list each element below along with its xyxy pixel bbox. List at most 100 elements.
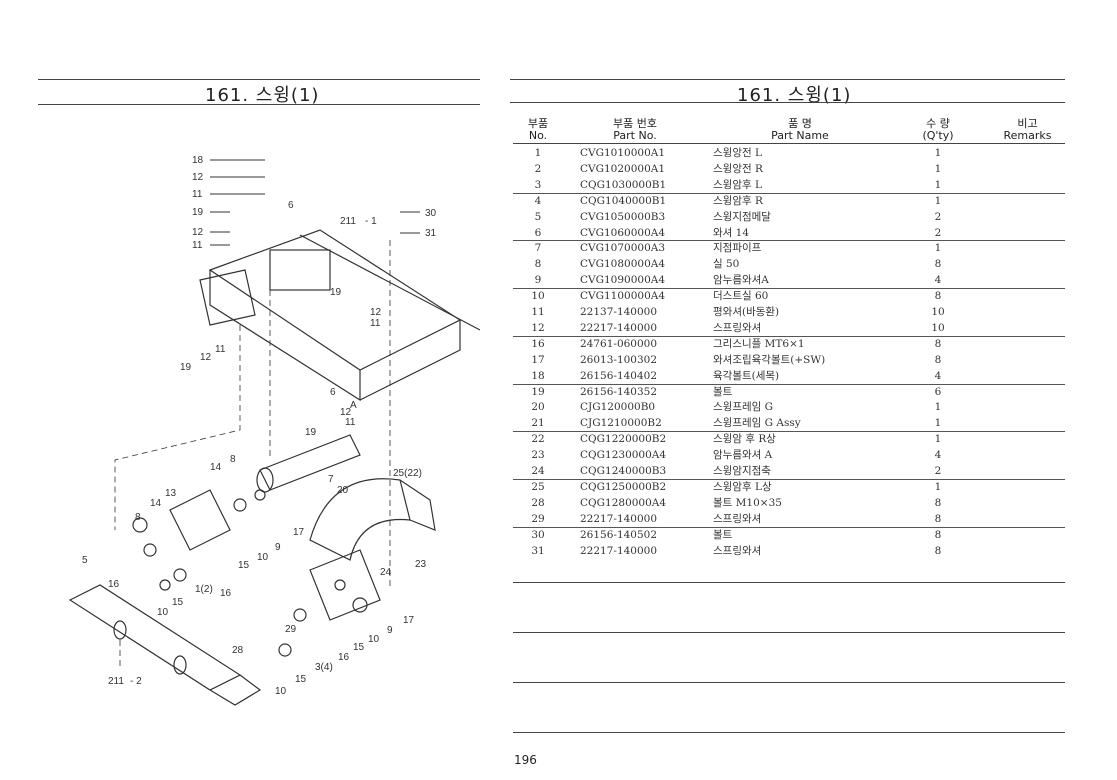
part-no-cell: 25 [531, 480, 545, 493]
quantity-cell: 8 [934, 337, 942, 350]
part-number-cell: 26013-100302 [580, 353, 658, 366]
quantity-cell: 1 [934, 242, 942, 255]
table-header-rule [513, 143, 1065, 144]
part-number-cell: CQG1030000B1 [580, 178, 667, 191]
group-divider [513, 383, 1065, 385]
group-divider [513, 431, 1065, 433]
svg-text:14: 14 [210, 462, 222, 473]
svg-text:- 1: - 1 [365, 216, 377, 227]
blank-rule-4 [513, 732, 1065, 733]
part-no-cell: 28 [531, 496, 545, 509]
part-number-cell: CQG1240000B3 [580, 465, 667, 477]
part-number-cell: 26156-140402 [580, 369, 658, 382]
part-name-cell: 스윙암후 L [713, 178, 762, 191]
quantity-cell: 8 [934, 528, 942, 541]
quantity-cell: 10 [931, 306, 945, 318]
header-remarks-ko: 비고 [1017, 117, 1038, 130]
part-name-cell: 암누름와셔 A [713, 449, 773, 462]
svg-text:11: 11 [192, 240, 203, 251]
svg-text:19: 19 [192, 207, 204, 218]
part-number-cell: CVG1090000A4 [580, 274, 666, 287]
page-number: 196 [514, 753, 537, 767]
quantity-cell: 1 [934, 433, 942, 446]
left-title-rule-bottom [38, 104, 480, 105]
part-name-cell: 스윙암지점축 [713, 465, 771, 477]
blank-rule-2 [513, 632, 1065, 633]
part-no-cell: 6 [534, 226, 542, 239]
part-no-cell: 12 [531, 321, 545, 334]
svg-text:9: 9 [387, 625, 393, 636]
part-no-cell: 8 [534, 258, 542, 271]
quantity-cell: 8 [934, 290, 942, 303]
header-part-en: Part No. [613, 129, 657, 142]
svg-text:6: 6 [288, 200, 294, 211]
part-name-cell: 그리스니플 MT6×1 [713, 337, 805, 350]
part-name-cell: 더스트실 60 [713, 290, 769, 303]
part-number-cell: CVG1100000A4 [580, 290, 666, 303]
quantity-cell: 1 [934, 401, 942, 414]
svg-text:28: 28 [232, 645, 244, 656]
header-name: 품 명 Part Name [750, 118, 850, 142]
quantity-cell: 2 [934, 465, 942, 477]
svg-text:18: 18 [192, 155, 204, 166]
left-title: 161. 스윙(1) [205, 85, 320, 106]
part-name-cell: 스윙앙전 R [713, 162, 763, 175]
part-no-cell: 19 [531, 385, 545, 398]
quantity-cell: 10 [931, 321, 945, 334]
quantity-cell: 8 [934, 258, 942, 271]
part-name-cell: 스윙지점메달 [713, 210, 771, 223]
svg-text:30: 30 [425, 208, 437, 219]
header-no: 부품 No. [522, 118, 554, 142]
part-name-cell: 스프링와셔 [713, 512, 762, 525]
quantity-cell: 2 [934, 210, 942, 223]
svg-text:11: 11 [192, 189, 203, 200]
quantity-cell: 6 [934, 385, 942, 398]
part-number-cell: CVG1050000B3 [580, 210, 666, 223]
part-name-cell: 평와셔(바동환) [713, 306, 780, 318]
svg-text:31: 31 [425, 228, 437, 239]
part-number-cell: CJG120000B0 [580, 401, 656, 414]
quantity-cell: 8 [934, 496, 942, 509]
part-name-cell: 와셔 14 [713, 226, 750, 239]
svg-text:23: 23 [415, 559, 427, 570]
blank-rule-3 [513, 682, 1065, 683]
group-divider [513, 335, 1065, 337]
part-number-cell: CVG1010000A1 [580, 147, 666, 159]
part-name-cell: 스윙앙전 L [713, 147, 762, 159]
svg-text:3(4): 3(4) [315, 662, 333, 673]
part-number-cell: CJG1210000B2 [580, 417, 662, 430]
part-no-cell: 16 [531, 337, 545, 350]
header-name-en: Part Name [771, 129, 829, 142]
part-no-cell: 22 [531, 433, 545, 446]
quantity-cell: 2 [934, 226, 942, 239]
svg-text:10: 10 [275, 686, 287, 697]
svg-text:13: 13 [165, 488, 177, 499]
part-no-cell: 3 [534, 178, 542, 191]
part-number-cell: 26156-140502 [580, 528, 658, 541]
part-number-cell: CQG1220000B2 [580, 433, 667, 446]
part-name-cell: 볼트 [713, 385, 733, 398]
header-remarks-en: Remarks [1003, 129, 1052, 142]
part-no-cell: 17 [531, 353, 545, 366]
svg-text:16: 16 [220, 588, 232, 599]
part-number-cell: 22137-140000 [580, 306, 658, 318]
svg-text:6: 6 [330, 387, 336, 398]
part-number-cell: CVG1080000A4 [580, 258, 666, 271]
svg-text:5: 5 [82, 555, 88, 566]
svg-text:10: 10 [157, 607, 169, 618]
part-name-cell: 스윙암 후 R상 [713, 433, 776, 446]
svg-text:12: 12 [200, 352, 212, 363]
svg-text:10: 10 [257, 552, 269, 563]
part-number-cell: 24761-060000 [580, 337, 658, 350]
svg-text:20: 20 [337, 485, 349, 496]
quantity-cell: 1 [934, 178, 942, 191]
header-name-ko: 품 명 [788, 117, 812, 130]
quantity-cell: 4 [934, 449, 942, 462]
header-qty: 수 량 (Q'ty) [913, 118, 963, 142]
svg-text:12: 12 [192, 172, 204, 183]
part-no-cell: 24 [531, 465, 545, 477]
quantity-cell: 4 [934, 274, 942, 287]
svg-text:19: 19 [330, 287, 342, 298]
part-name-cell: 스윙암후 R [713, 194, 763, 207]
part-number-cell: CQG1280000A4 [580, 496, 667, 509]
